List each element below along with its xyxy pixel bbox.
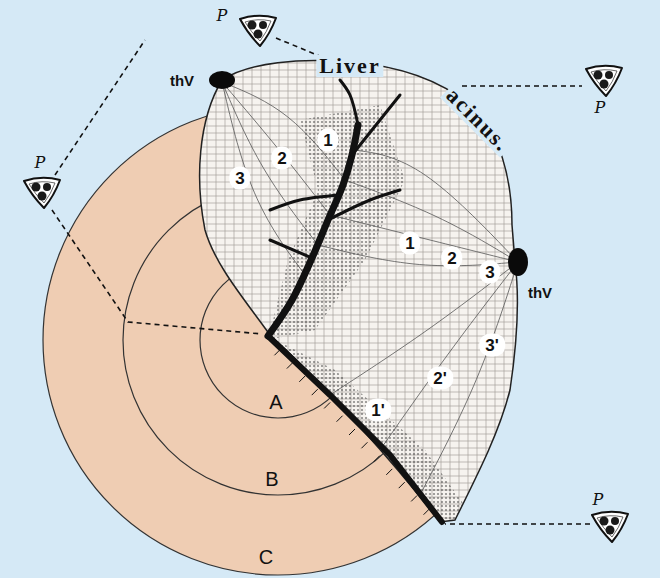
portal-label: P [35, 155, 46, 171]
vessel-branch [328, 190, 400, 220]
dashed-boundary [55, 40, 145, 175]
vessel-spike [324, 402, 330, 408]
title-word: Liver [316, 55, 383, 77]
portal-triad [24, 178, 60, 208]
portal-label: P [217, 8, 228, 24]
terminal-portal-vessel [268, 336, 442, 522]
vessel-branch [340, 80, 358, 125]
periportal-shading [268, 105, 405, 340]
zone-number: 1' [365, 399, 391, 422]
portal-label: P [595, 100, 606, 116]
sinusoid [222, 82, 318, 245]
vessel-spike [374, 456, 380, 462]
venule-label: thV [170, 73, 194, 88]
zone-letter: C [259, 547, 273, 567]
zone-number: 3 [229, 167, 250, 190]
zone-number: 2 [271, 147, 292, 170]
zone-number: 2' [427, 367, 453, 390]
vessel-spike [386, 469, 392, 475]
hepatic-venule [508, 248, 528, 276]
portal-triad [586, 66, 622, 96]
portal-label: P [593, 492, 604, 508]
vessel-spike [361, 442, 367, 448]
vessel-spike [349, 429, 355, 435]
sinusoid [222, 82, 330, 215]
vessel-spike [337, 416, 343, 422]
dashed-boundary [445, 523, 590, 525]
zone-number: 3 [479, 261, 500, 284]
zone-letter: B [265, 469, 278, 489]
sinusoid [222, 82, 305, 275]
vessel-spike [399, 482, 405, 488]
sinusoid [380, 262, 518, 450]
periportal-shading [268, 336, 475, 522]
sinusoid [345, 180, 518, 262]
terminal-portal-vessel [268, 125, 358, 336]
zone-letter: A [269, 392, 282, 412]
zone-number: 3' [479, 334, 505, 357]
vessel-spike [424, 509, 430, 515]
zone-number: 1 [317, 129, 338, 152]
vessel-spike [274, 349, 280, 355]
sinusoid [355, 150, 518, 262]
vessel-spike [411, 495, 417, 501]
vessel-branch [270, 195, 340, 210]
portal-triad [240, 16, 276, 46]
portal-triad [592, 512, 628, 542]
vessel-spike [299, 376, 305, 382]
acinus-tissue [200, 61, 518, 522]
dashed-boundary [462, 85, 582, 87]
venule-label: thV [528, 285, 552, 300]
hepatic-venule [209, 71, 235, 89]
zone-number: 1 [399, 232, 420, 255]
vessel-spike [312, 389, 318, 395]
sinusoid [222, 82, 345, 180]
sinusoid [420, 262, 518, 495]
zone-number: 2 [441, 247, 462, 270]
vessel-spike [287, 363, 293, 369]
vessel-branch [270, 240, 312, 258]
